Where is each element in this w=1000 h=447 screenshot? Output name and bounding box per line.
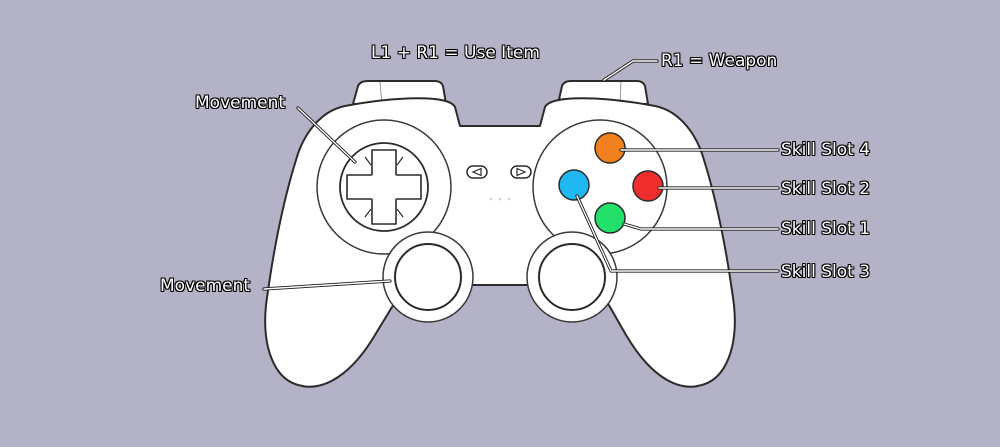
dpad (339, 142, 429, 232)
use-item-combo-label: L1 + R1 = Use Item (371, 43, 540, 63)
skill-slot-1-label: Skill Slot 1 (781, 219, 871, 239)
weapon-label: R1 = Weapon (661, 51, 778, 71)
left-analog-stick (394, 243, 462, 311)
right-analog-stick (538, 243, 606, 311)
face-button-green (594, 202, 626, 234)
select-button (466, 165, 488, 179)
face-button-red (632, 170, 664, 202)
skill-slot-2-label: Skill Slot 2 (781, 179, 871, 199)
leader-lines (262, 59, 780, 291)
face-button-blue (558, 169, 590, 201)
center-dots (489, 197, 511, 201)
start-button (510, 165, 532, 179)
skill-slot-4-label: Skill Slot 4 (781, 140, 871, 160)
face-button-orange (594, 132, 626, 164)
skill-slot-3-label: Skill Slot 3 (781, 262, 871, 282)
movement-stick-label: Movement (160, 276, 251, 296)
movement-dpad-label: Movement (195, 93, 286, 113)
